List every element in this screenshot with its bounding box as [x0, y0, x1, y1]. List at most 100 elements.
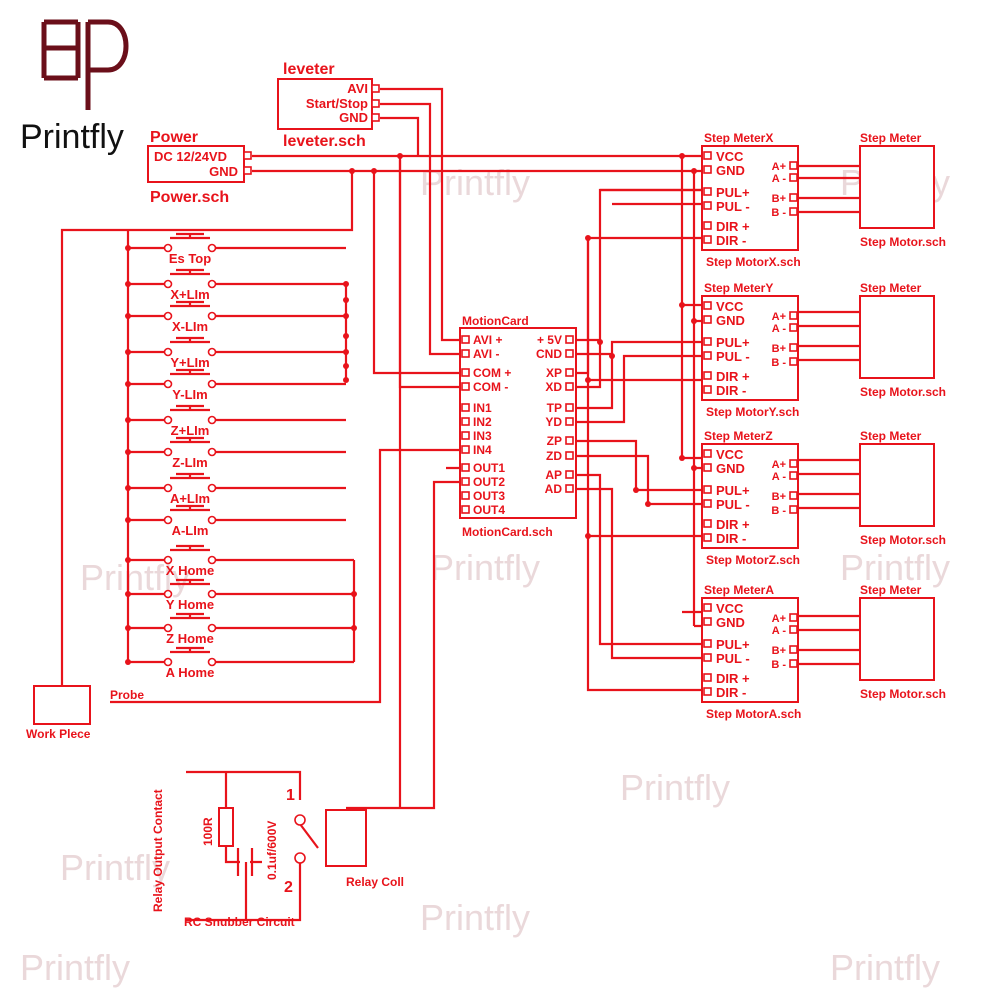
driver-pin-left: VCC [716, 447, 744, 462]
motion-card-file: MotionCard.sch [462, 525, 553, 539]
motion-card-pin-left: COM + [473, 366, 511, 380]
switch-button: X Home [125, 544, 354, 578]
watermark-text: Printfly [830, 947, 940, 988]
snubber-label: RC Snubber Circuit [184, 915, 295, 929]
driver-file: Step MotorY.sch [706, 405, 799, 419]
switch-label: X-LIm [172, 319, 208, 334]
switch-label: A Home [166, 665, 215, 680]
switch-label: A+LIm [170, 491, 210, 506]
driver-pin-left: PUL+ [716, 185, 750, 200]
switch-label: X+LIm [170, 287, 209, 302]
driver-title: Step MeterY [704, 281, 773, 295]
motion-card-title: MotionCard [462, 314, 529, 328]
switch-button: X+LIm [125, 268, 346, 302]
switch-label: Y Home [166, 597, 214, 612]
watermark-text: Printfly [840, 547, 950, 588]
driver-pin-right: A+ [772, 459, 786, 471]
printfly-logo: Printfly [20, 19, 129, 156]
driver-pin-right: B+ [772, 645, 786, 657]
power-block: Power DC 12/24VD GND Power.sch [147, 129, 252, 206]
motor-title: Step Meter [860, 429, 922, 443]
resistor-symbol [218, 807, 234, 847]
watermark-text: Printfly [60, 847, 170, 888]
relay-coil: Relay Coll [325, 809, 404, 889]
relay-contact-label: Relay Output Contact [151, 789, 165, 912]
watermark-text: Printfly [430, 547, 540, 588]
switch-button: Z Home [125, 612, 354, 646]
driver-pin-right: B - [771, 659, 786, 671]
driver-pin-left: PUL+ [716, 483, 750, 498]
motion-card-pin-right: YD [545, 415, 562, 429]
driver-pin-right: B+ [772, 491, 786, 503]
switch-label: Z+LIm [171, 423, 210, 438]
leveter-file: leveter.sch [283, 133, 366, 150]
switch-button: X-LIm [125, 300, 346, 334]
driver-pin-left: DIR + [716, 369, 750, 384]
motion-card-pin-left: IN3 [473, 429, 492, 443]
relay-output-contact: Relay Output Contact 100R 0.1uf/600V 1 2… [151, 787, 319, 929]
motion-card-pin-right: ZP [547, 434, 562, 448]
driver-pin-left: VCC [716, 299, 744, 314]
switch-label: A-LIm [172, 523, 209, 538]
driver-pin-left: GND [716, 615, 745, 630]
driver-title: Step MeterX [704, 131, 773, 145]
motion-card-pin-left: IN4 [473, 443, 492, 457]
driver-pin-left: PUL - [716, 497, 750, 512]
work-piece-label: Work Plece [26, 727, 91, 741]
leveter-pin-gnd: GND [339, 110, 368, 125]
probe-label: Probe [110, 688, 144, 702]
work-piece: Work Plece Probe [26, 685, 144, 741]
switch-label: Es Top [169, 251, 211, 266]
leveter-pin-start-stop: Start/Stop [306, 96, 368, 111]
driver-pin-right: A - [772, 625, 787, 637]
power-pin-gnd: GND [209, 164, 238, 179]
driver-pin-left: PUL - [716, 199, 750, 214]
watermark-text: Printfly [80, 557, 190, 598]
driver-pin-left: DIR - [716, 531, 746, 546]
switch-button: A Home [125, 646, 354, 680]
motion-card-pin-right: ZD [546, 449, 562, 463]
motion-card-pin-left: IN1 [473, 401, 492, 415]
switch-label: Y+LIm [170, 355, 209, 370]
motion-card-pin-right: XD [545, 380, 562, 394]
watermark-text: Printfly [420, 897, 530, 938]
switch-button: Y Home [125, 578, 354, 612]
driver-pin-left: VCC [716, 149, 744, 164]
driver-pin-left: GND [716, 163, 745, 178]
motor-file: Step Motor.sch [860, 385, 946, 399]
watermark-text: Printfly [20, 947, 130, 988]
motion-card-pin-right: TP [547, 401, 562, 415]
resistor-label: 100R [201, 817, 215, 846]
motor-file: Step Motor.sch [860, 235, 946, 249]
motion-card-pin-right: CND [536, 347, 562, 361]
driver-pin-left: GND [716, 461, 745, 476]
driver-pin-right: B - [771, 207, 786, 219]
motor-file: Step Motor.sch [860, 687, 946, 701]
switch-label: Z-LIm [172, 455, 207, 470]
capacitor-label: 0.1uf/600V [265, 821, 279, 880]
driver-title: Step MeterA [704, 583, 774, 597]
motor-file: Step Motor.sch [860, 533, 946, 547]
contact-2-label: 2 [284, 879, 293, 896]
driver-pin-right: B - [771, 505, 786, 517]
motion-card-pin-right: XP [546, 366, 562, 380]
leveter-pin-avi: AVI [347, 81, 368, 96]
driver-pin-right: A+ [772, 613, 786, 625]
switch-button: Es Top [125, 232, 346, 266]
driver-pin-right: B - [771, 357, 786, 369]
motion-card-pin-left: OUT2 [473, 475, 505, 489]
power-file: Power.sch [150, 189, 229, 206]
driver-pin-left: PUL - [716, 349, 750, 364]
switch-button: Y-LIm [125, 368, 346, 402]
switch-button: Y+LIm [125, 336, 346, 370]
motor-title: Step Meter [860, 583, 922, 597]
driver-file: Step MotorZ.sch [706, 553, 800, 567]
brand-name: Printfly [20, 118, 124, 156]
driver-pin-left: PUL+ [716, 637, 750, 652]
switch-button: A+LIm [125, 472, 346, 506]
driver-pin-left: VCC [716, 601, 744, 616]
motion-card-pin-left: IN2 [473, 415, 492, 429]
